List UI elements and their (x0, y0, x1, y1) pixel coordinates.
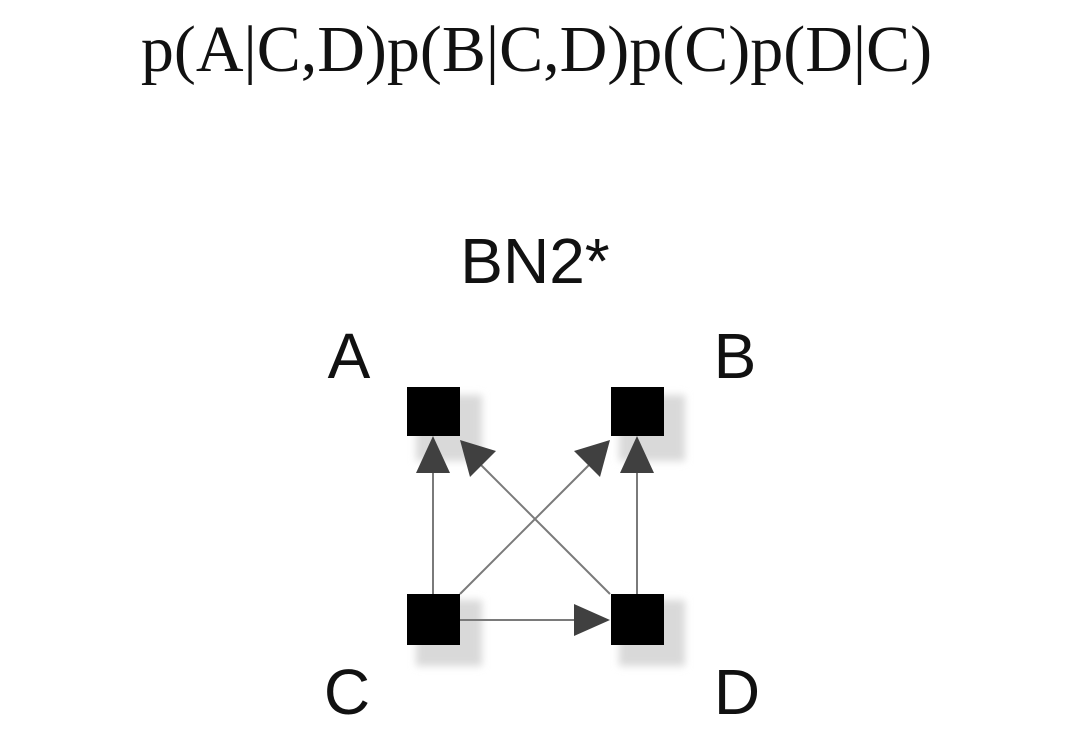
arrowhead-d-to-b (620, 436, 654, 473)
diagram-title: BN2* (460, 225, 609, 297)
arrowhead-c-to-b (574, 440, 610, 477)
node-d (611, 594, 664, 645)
arrowhead-c-to-d (574, 604, 610, 636)
node-c (407, 594, 460, 645)
node-c-label: C (324, 656, 370, 728)
edge-c-to-b (459, 463, 591, 595)
node-d-label: D (714, 656, 760, 728)
nodes (407, 387, 664, 645)
arrowhead-c-to-a (416, 436, 450, 473)
node-b (611, 387, 664, 436)
factorization-formula: p(A|C,D)p(B|C,D)p(C)p(D|C) (140, 13, 933, 86)
node-b-label: B (714, 320, 757, 392)
node-a (407, 387, 460, 436)
node-a-label: A (328, 320, 371, 392)
arrowhead-d-to-a (460, 440, 496, 477)
edge-d-to-a (479, 463, 611, 595)
arrowheads (416, 436, 654, 636)
edges (432, 463, 638, 621)
